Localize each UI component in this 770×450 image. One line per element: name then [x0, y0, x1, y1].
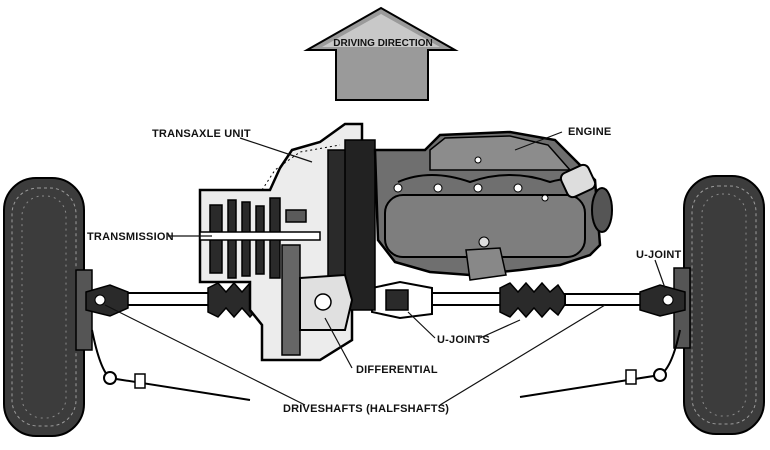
engine	[373, 130, 613, 281]
label-transaxle-unit: TRANSAXLE UNIT	[152, 128, 251, 140]
label-u-joint: U-JOINT	[636, 249, 681, 261]
label-u-joints: U-JOINTS	[437, 334, 490, 346]
leader-lines	[104, 131, 666, 406]
right-driveshaft	[371, 280, 686, 320]
differential	[299, 273, 354, 331]
driving-direction-label: DRIVING DIRECTION	[333, 38, 432, 49]
label-differential: DIFFERENTIAL	[356, 364, 438, 376]
label-transmission: TRANSMISSION	[87, 231, 174, 243]
suspension-links	[91, 329, 681, 401]
label-engine: ENGINE	[568, 126, 611, 138]
label-driveshafts: DRIVESHAFTS (HALFSHAFTS)	[283, 403, 449, 415]
left-wheel	[3, 177, 93, 437]
transmission-gears	[199, 197, 321, 356]
right-wheel	[673, 175, 765, 435]
driving-direction-arrow	[303, 6, 459, 101]
